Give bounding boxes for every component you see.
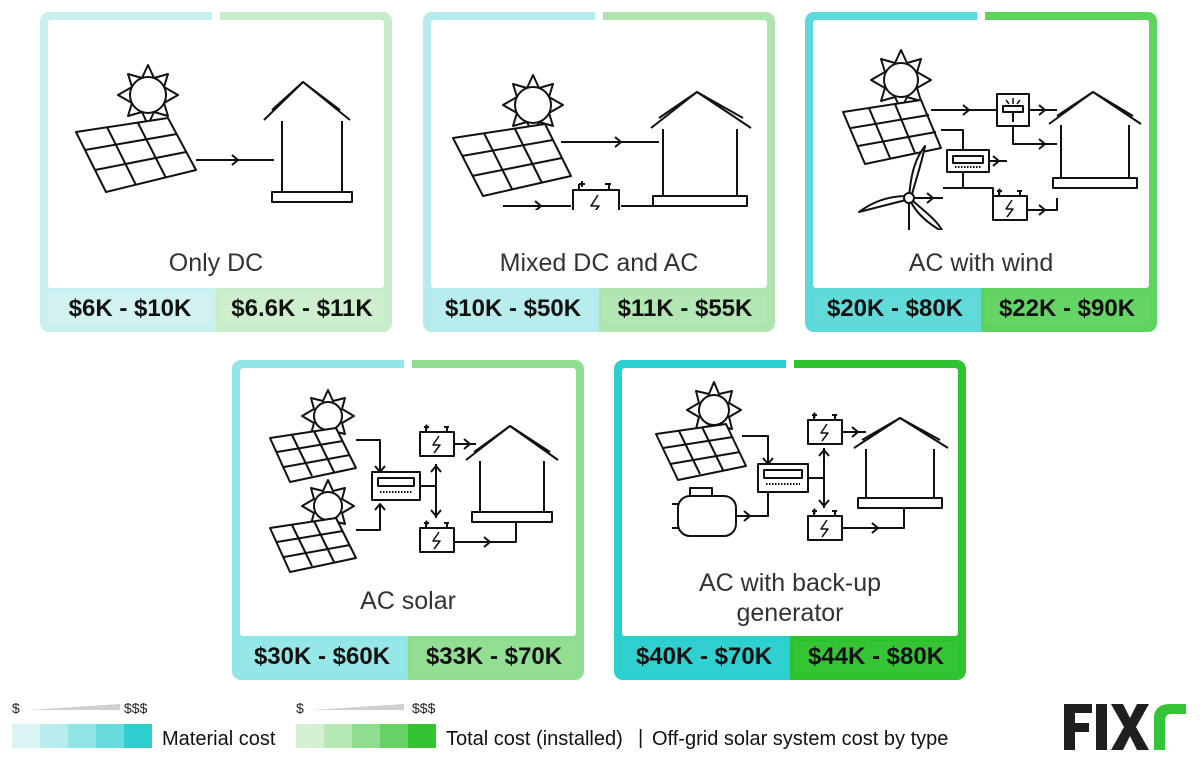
material-cost-range: $10K - $50K [431, 294, 595, 324]
card-label-line-1: AC with back-up [698, 569, 882, 597]
solar-panel-icon [75, 117, 197, 193]
material-cost-range: $20K - $80K [813, 294, 977, 324]
legend-swatch [408, 724, 436, 748]
material-cost-range: $6K - $10K [48, 294, 212, 324]
sun-icon [301, 389, 355, 443]
wind-turbine-icon [858, 145, 943, 230]
material-cost-range: $30K - $60K [240, 642, 404, 672]
diagram-ac-solar [269, 389, 559, 573]
legend-ramp-icon [312, 704, 404, 710]
solar-panel-icon [655, 423, 747, 481]
generator-icon [672, 487, 737, 537]
legend-swatches [12, 724, 152, 748]
legend-swatch [68, 724, 96, 748]
legend-ramp-icon [28, 704, 120, 710]
card-body: Only DC [48, 20, 384, 288]
solar-panel-icon [269, 427, 357, 483]
solar-panel-icon [452, 123, 572, 197]
solar-panel-icon [842, 99, 942, 165]
legend-total-label: Total cost (installed) [446, 728, 623, 750]
legend-swatches [296, 724, 436, 748]
diagram-only-dc [75, 64, 353, 203]
total-cost-range: $11K - $55K [603, 294, 767, 324]
sun-icon [502, 74, 564, 136]
battery-icon [572, 181, 620, 210]
card-ac-backup-generator: AC with back-up generator $40K - $70K $4… [614, 360, 966, 680]
fixr-logo [1064, 704, 1186, 750]
total-cost-range: $22K - $90K [985, 294, 1149, 324]
legend-material-label: Material cost [162, 728, 276, 750]
battery-icon [807, 412, 843, 445]
card-body: AC with back-up generator [622, 368, 958, 636]
card-mixed-dc-ac: Mixed DC and AC $10K - $50K $11K - $55K [423, 12, 775, 332]
legend-low-symbol: $ [296, 700, 304, 716]
legend-high-symbol: $$$ [124, 700, 148, 716]
house-icon [650, 91, 752, 207]
card-body: AC with wind [813, 20, 1149, 288]
card-label: AC with wind [908, 249, 1054, 277]
legend-swatch [324, 724, 352, 748]
sun-icon [686, 381, 742, 439]
card-label-line-2: generator [736, 599, 844, 627]
legend-swatch [296, 724, 324, 748]
battery-icon [992, 188, 1028, 221]
inverter-icon [371, 471, 421, 501]
legend-swatch [380, 724, 408, 748]
card-ac-solar: AC solar $30K - $60K $33K - $70K [232, 360, 584, 680]
legend-swatch [40, 724, 68, 748]
legend-swatch [96, 724, 124, 748]
card-label: AC solar [360, 587, 456, 615]
infographic-title: Off-grid solar system cost by type [652, 728, 949, 750]
legend-material-cost: $ $$$ [12, 700, 156, 750]
house-icon [1048, 91, 1142, 189]
battery-icon [419, 520, 455, 553]
total-cost-range: $33K - $70K [412, 642, 576, 672]
legend-swatch [12, 724, 40, 748]
house-icon [465, 425, 559, 523]
legend-separator: | [638, 727, 644, 749]
total-cost-range: $44K - $80K [794, 642, 958, 672]
legend-swatch [352, 724, 380, 748]
card-only-dc: Only DC $6K - $10K $6.6K - $11K [40, 12, 392, 332]
diagram-mixed-dc-ac [452, 74, 752, 210]
legend-swatch [124, 724, 152, 748]
card-ac-with-wind: AC with wind $20K - $80K $22K - $90K [805, 12, 1157, 332]
house-icon [853, 417, 949, 509]
diagram-ac-backup-generator [655, 381, 949, 541]
material-cost-range: $40K - $70K [622, 642, 786, 672]
legend-total-cost: $ $$$ [296, 700, 440, 750]
battery-icon [807, 508, 843, 541]
card-body: Mixed DC and AC [431, 20, 767, 288]
legend-low-symbol: $ [12, 700, 20, 716]
total-cost-range: $6.6K - $11K [220, 294, 384, 324]
charge-controller-icon [996, 93, 1030, 127]
inverter-icon [946, 149, 990, 173]
battery-icon [419, 424, 455, 457]
card-label: Only DC [168, 249, 264, 277]
card-label: Mixed DC and AC [499, 249, 699, 277]
legend-high-symbol: $$$ [412, 700, 436, 716]
house-icon [263, 81, 353, 203]
solar-panel-icon [269, 517, 357, 573]
inverter-icon [757, 463, 809, 493]
sun-icon [117, 64, 179, 126]
sun-icon [301, 479, 355, 533]
card-body: AC solar [240, 368, 576, 636]
diagram-ac-with-wind [842, 49, 1142, 230]
